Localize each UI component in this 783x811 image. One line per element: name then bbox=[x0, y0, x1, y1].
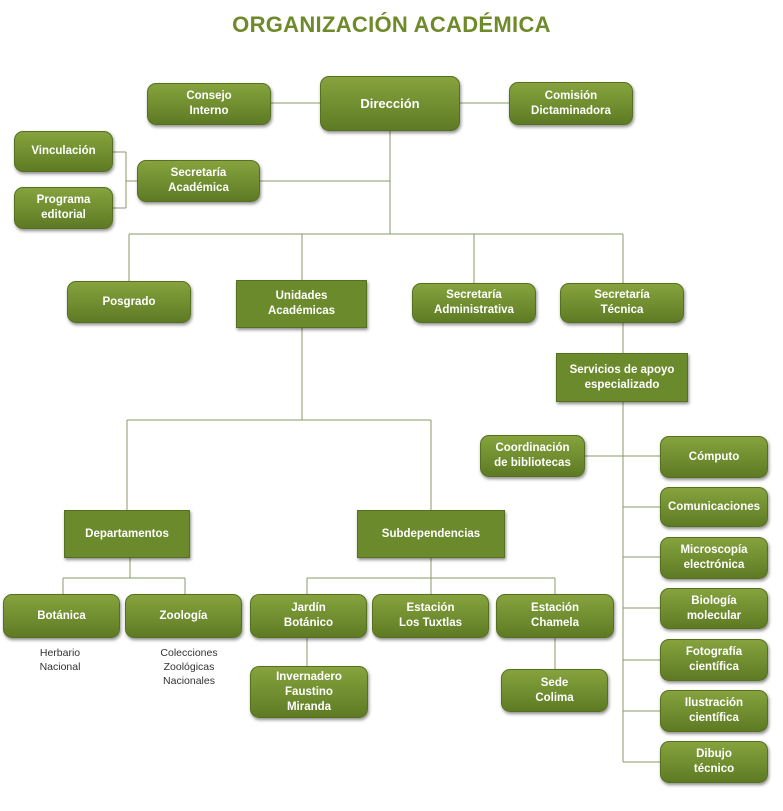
estacion-tuxtlas-box: Estación Los Tuxtlas bbox=[372, 594, 489, 638]
page-title: ORGANIZACIÓN ACADÉMICA bbox=[232, 12, 551, 37]
zoologia-box: Zoología bbox=[125, 594, 242, 638]
fotografia-box: Fotografía científica bbox=[660, 639, 768, 681]
programa-editorial-box: Programa editorial bbox=[14, 187, 113, 229]
microscopia-box: Microscopía electrónica bbox=[660, 537, 768, 579]
comunicaciones-box: Comunicaciones bbox=[660, 487, 768, 527]
unidades-academicas-box: Unidades Académicas bbox=[236, 280, 367, 328]
ilustracion-box: Ilustración científica bbox=[660, 690, 768, 732]
servicios-apoyo-box: Servicios de apoyo especializado bbox=[556, 353, 688, 402]
computo-box: Cómputo bbox=[660, 436, 768, 478]
coordinacion-bibliotecas-box: Coordinación de bibliotecas bbox=[480, 435, 585, 477]
direccion-box: Dirección bbox=[320, 76, 460, 131]
biologia-molecular-box: Biología molecular bbox=[660, 588, 768, 629]
vinculacion-box: Vinculación bbox=[14, 131, 113, 172]
invernadero-box: Invernadero Faustino Miranda bbox=[250, 666, 368, 718]
colecciones-note: Colecciones Zoológicas Nacionales bbox=[160, 647, 218, 687]
consejo-interno-box: Consejo Interno bbox=[147, 83, 271, 125]
subdependencias-box: Subdependencias bbox=[357, 510, 505, 558]
secretaria-administrativa-box: Secretaría Administrativa bbox=[412, 283, 536, 323]
dibujo-tecnico-box: Dibujo técnico bbox=[660, 741, 768, 783]
sede-colima-box: Sede Colima bbox=[501, 669, 608, 712]
departamentos-box: Departamentos bbox=[64, 510, 190, 558]
botanica-box: Botánica bbox=[3, 594, 120, 638]
estacion-chamela-box: Estación Chamela bbox=[496, 594, 614, 638]
herbario-note: Herbario Nacional bbox=[39, 647, 81, 673]
comision-dictaminadora-box: Comisión Dictaminadora bbox=[509, 82, 633, 125]
posgrado-box: Posgrado bbox=[67, 281, 191, 323]
secretaria-academica-box: Secretaría Académica bbox=[137, 160, 260, 202]
secretaria-tecnica-box: Secretaría Técnica bbox=[560, 283, 684, 323]
jardin-botanico-box: Jardín Botánico bbox=[250, 594, 367, 638]
